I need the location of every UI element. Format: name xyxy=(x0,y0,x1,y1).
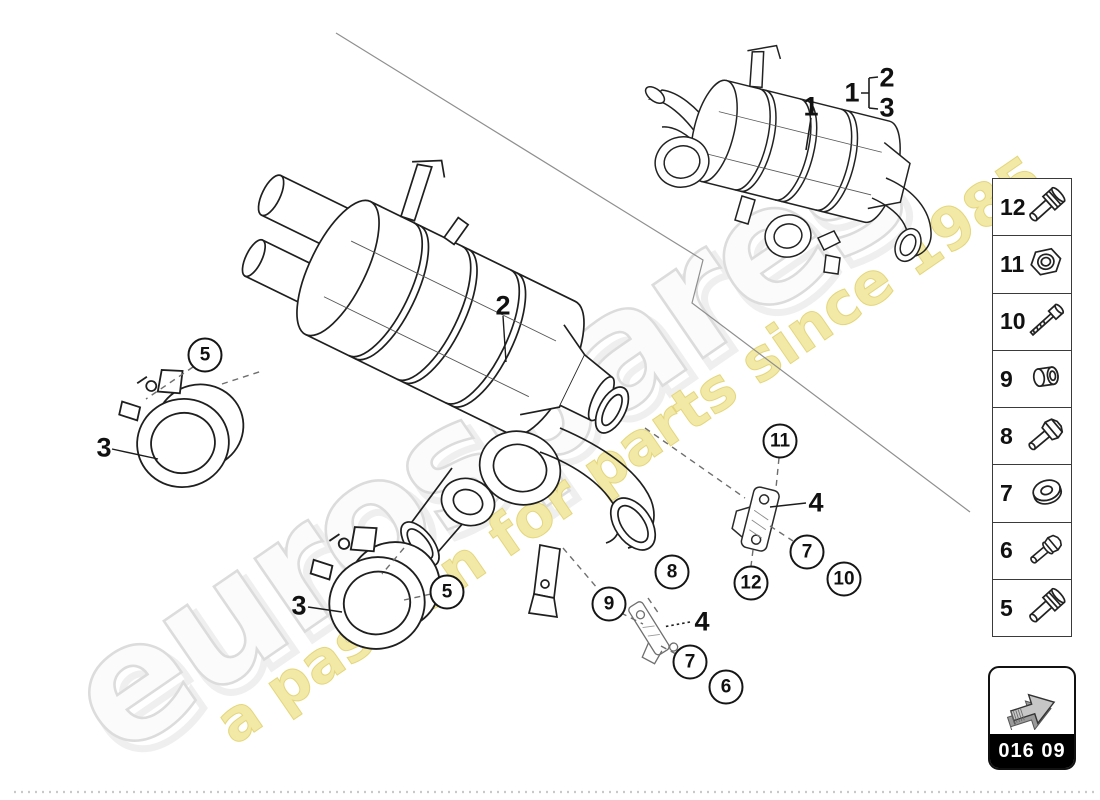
cap-bolt-icon xyxy=(1024,182,1070,233)
sleeve-nut-icon xyxy=(1024,354,1070,405)
flange-bolt-icon xyxy=(1024,525,1070,576)
hardware-row-9: 9 xyxy=(993,349,1071,407)
label-3: 3 xyxy=(879,92,895,123)
label-3: 3 xyxy=(96,432,112,463)
callout-11: 11 xyxy=(762,423,798,459)
hex-bolt-icon xyxy=(1024,411,1070,462)
hardware-sidebar: 12 11 10 9 8 7 6 5 xyxy=(992,178,1072,638)
callout-7: 7 xyxy=(672,644,708,680)
hardware-number: 10 xyxy=(1000,308,1026,335)
label-4: 4 xyxy=(808,487,824,518)
washer-icon xyxy=(1024,468,1070,519)
hardware-number: 11 xyxy=(1000,250,1025,277)
callout-5: 5 xyxy=(429,574,465,610)
rear-silencer-assembly-small xyxy=(644,44,932,275)
clamp-lower xyxy=(309,526,441,650)
hex-nut-icon xyxy=(1024,239,1070,290)
hardware-row-11: 11 xyxy=(993,235,1071,292)
hardware-number: 12 xyxy=(1000,193,1026,220)
callout-9: 9 xyxy=(591,586,627,622)
hardware-number: 8 xyxy=(1000,422,1013,449)
dotted-leader-label4-lower xyxy=(662,621,691,628)
cap-bolt-icon xyxy=(1024,583,1070,634)
callout-8: 8 xyxy=(654,554,690,590)
label-3: 3 xyxy=(291,590,307,621)
divider-leader-line xyxy=(335,32,971,513)
arrow-up-right-icon xyxy=(990,668,1074,734)
label-1: 1 xyxy=(844,77,860,108)
solid-leader-lines xyxy=(111,315,807,613)
callout-10: 10 xyxy=(826,561,862,597)
label-1: 1 xyxy=(803,91,819,122)
label-4: 4 xyxy=(694,606,710,637)
hardware-row-8: 8 xyxy=(993,407,1071,464)
callout-12: 12 xyxy=(733,565,769,601)
callout-6: 6 xyxy=(708,669,744,705)
label-2: 2 xyxy=(495,290,511,321)
diagram-ref-code: 016 09 xyxy=(990,734,1074,768)
hardware-row-10: 10 xyxy=(993,292,1071,350)
hardware-row-7: 7 xyxy=(993,464,1071,521)
hardware-row-12: 12 xyxy=(993,179,1071,235)
hardware-number: 6 xyxy=(1000,537,1013,564)
dashed-assembly-lines xyxy=(145,366,794,655)
callout-5: 5 xyxy=(187,337,223,373)
rear-silencer-assembly-main xyxy=(241,159,657,619)
hardware-row-6: 6 xyxy=(993,521,1071,579)
bracket-upper xyxy=(731,486,780,552)
callout-7: 7 xyxy=(789,534,825,570)
long-screw-icon xyxy=(1024,296,1070,347)
label-2: 2 xyxy=(879,62,895,93)
hardware-number: 7 xyxy=(1000,480,1013,507)
hardware-number: 5 xyxy=(1000,594,1013,621)
hardware-number: 9 xyxy=(1000,365,1013,392)
diagram-ref-box[interactable]: 016 09 xyxy=(988,666,1076,770)
label-1-bracket-lines xyxy=(805,76,879,151)
hardware-row-5: 5 xyxy=(993,579,1071,636)
